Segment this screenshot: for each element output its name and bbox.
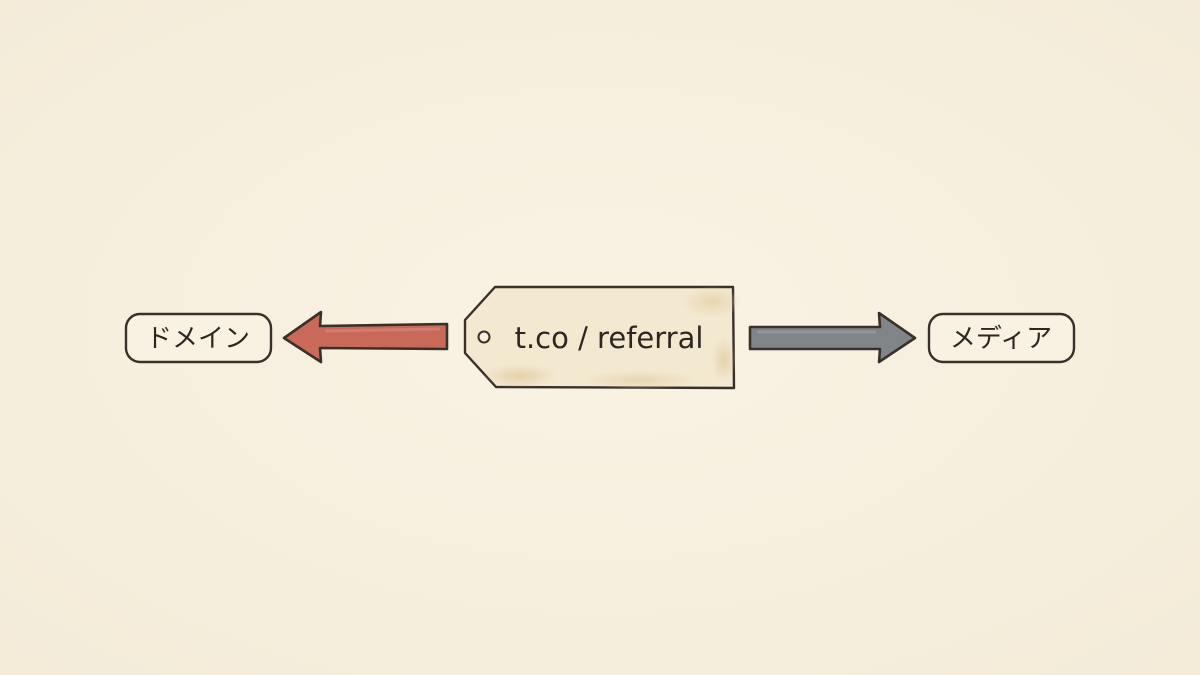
tag-stain-right (712, 338, 736, 382)
right-node-label: メディア (950, 324, 1052, 354)
left-arrow-shape (282, 310, 449, 364)
left-node-box (124, 312, 273, 364)
tag-stain-bottom-center (580, 371, 700, 389)
right-node: メディア (927, 312, 1076, 364)
tag-label: t.co / referral (515, 321, 704, 355)
tag-stain-bottom-left (484, 364, 556, 388)
right-node-box (927, 312, 1076, 364)
center-tag: t.co / referral (463, 285, 742, 390)
tag-hole (477, 330, 491, 344)
tag-body (463, 285, 736, 390)
left-node-label: ドメイン (146, 324, 250, 354)
right-arrow-shape (748, 311, 917, 364)
left-node: ドメイン (124, 312, 273, 364)
left-arrow-highlight (324, 327, 441, 333)
left-arrow (282, 310, 449, 364)
right-arrow (748, 311, 917, 364)
tag-stain-top-right (682, 286, 742, 318)
